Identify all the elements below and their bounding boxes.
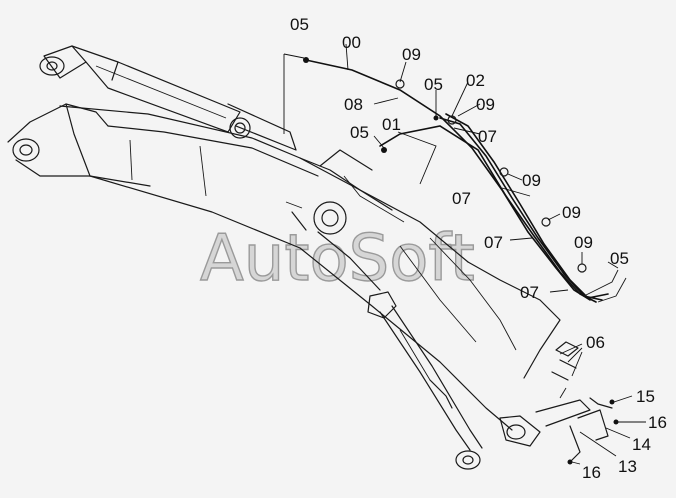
callout-02: 02 [466,71,485,90]
callout-09-b: 09 [476,95,495,114]
callout-16-a: 16 [648,413,667,432]
callout-06: 06 [586,333,605,352]
callout-labels: 05 00 09 05 02 08 09 05 01 07 09 07 09 0… [290,15,667,482]
callout-05-left: 05 [350,123,369,142]
callout-07-b: 07 [452,189,471,208]
hose-00 [305,59,591,301]
callout-09-e: 09 [574,233,593,252]
callout-09-d: 09 [562,203,581,222]
callout-07-a: 07 [478,127,497,146]
callout-09-a: 09 [402,45,421,64]
callout-13: 13 [618,457,637,476]
leader-lines [283,43,646,465]
watermark: AutoSoft [200,222,475,296]
arm-cylinder [313,201,591,470]
callout-08: 08 [344,95,363,114]
callout-16-b: 16 [582,463,601,482]
callout-05-top: 05 [290,15,309,34]
fittings [303,57,619,465]
callout-01: 01 [382,115,401,134]
callout-14: 14 [632,435,651,454]
callout-09-c: 09 [522,171,541,190]
callout-05-right: 05 [610,249,629,268]
callout-07-d: 07 [520,283,539,302]
callout-15: 15 [636,387,655,406]
hydraulic-hoses [305,59,627,303]
boom-body [7,103,561,431]
boom-cylinder [39,45,297,151]
callout-00: 00 [342,33,361,52]
callout-05-mid: 05 [424,75,443,94]
fitting-05-top [303,57,309,63]
callout-07-c: 07 [484,233,503,252]
